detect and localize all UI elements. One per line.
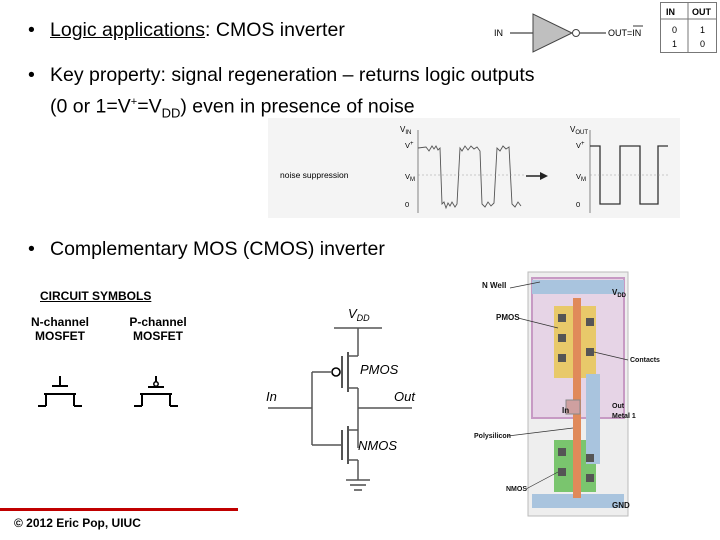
cmos-layout-figure: N Well VDD PMOS Contacts In Out Metal 1 … [474, 271, 660, 517]
tt-cell: 0 [700, 39, 705, 49]
metal1-label: Metal 1 [612, 413, 636, 420]
axis-label: V [570, 125, 576, 134]
inverter-in-label: IN [494, 28, 503, 38]
svg-text:VDD: VDD [348, 306, 370, 323]
pmos-gate-bubble [331, 367, 341, 377]
bullet-key-property-line2: (0 or 1=V+=VDD) even in presence of nois… [50, 90, 415, 125]
svg-text:V+: V+ [405, 141, 414, 150]
logic-applications-link[interactable]: Logic applications [50, 19, 206, 41]
axis-sub: OUT [575, 130, 588, 136]
out-label: Out [394, 389, 416, 404]
layout-nmos-label: NMOS [506, 486, 527, 493]
noisy-input-waveform [417, 145, 522, 210]
bullet-dot: • [28, 238, 35, 260]
axis-zero: 0 [405, 200, 409, 209]
vdd-sub: DD [357, 313, 370, 323]
nmos-symbol-icon [38, 376, 82, 407]
layout-out-label: Out [612, 403, 625, 410]
svg-text:V+: V+ [576, 141, 585, 150]
svg-text:VDD: VDD [612, 288, 627, 299]
text-fragment: =V [137, 95, 162, 118]
bullet-key-property: • Key property: signal regeneration – ret… [28, 63, 535, 87]
gnd-rail [532, 494, 624, 508]
polysilicon-label: Polysilicon [474, 433, 511, 440]
axis-label: V [400, 125, 406, 134]
inverter-bubble [572, 29, 580, 37]
in-label: In [266, 389, 277, 404]
metal1-output [586, 374, 600, 464]
inverter-triangle [532, 13, 574, 53]
pmos-symbol-icon [134, 376, 178, 407]
bullet-text: Complementary MOS (CMOS) inverter [50, 238, 385, 260]
inverter-symbol: IN OUT=IN [494, 13, 643, 53]
nwell-label: N Well [482, 281, 506, 290]
axis-label: V [405, 141, 410, 150]
bullet-dot: • [28, 19, 35, 41]
svg-text:VOUT: VOUT [570, 125, 588, 136]
nmos-symbol-label: N-channel MOSFET [24, 315, 96, 343]
pmos-label: PMOS [360, 362, 399, 377]
text-fragment: (0 or 1=V [50, 95, 131, 118]
bullet-logic-applications: • Logic applications: CMOS inverter [28, 18, 345, 42]
cmos-inverter-schematic: VDD PMOS In Out NMOS [266, 306, 416, 491]
tt-header-out: OUT [692, 7, 712, 17]
svg-text:VIN: VIN [400, 125, 411, 136]
label-line: MOSFET [35, 329, 85, 343]
tt-header-in: IN [666, 7, 675, 17]
truth-table: IN OUT 0 1 1 0 [660, 2, 717, 53]
axis-sub: M [581, 177, 586, 183]
bullet-cmos-inverter: • Complementary MOS (CMOS) inverter [28, 237, 385, 261]
text-fragment: ) even in presence of noise [180, 95, 415, 118]
circuit-symbols-title: CIRCUIT SYMBOLS [40, 289, 152, 303]
bullet-dot: • [28, 64, 35, 86]
contacts-label: Contacts [630, 357, 660, 364]
axis-sub: IN [405, 130, 411, 136]
axis-label: V [576, 172, 581, 181]
tt-cell: 1 [700, 25, 705, 35]
tt-cell: 1 [672, 39, 677, 49]
copyright-footer: © 2012 Eric Pop, UIUC [14, 516, 141, 530]
vdd-rail [532, 280, 624, 294]
vdd-label: V [348, 306, 358, 321]
bullet-text: : CMOS inverter [205, 19, 345, 41]
label-line: MOSFET [133, 329, 183, 343]
svg-text:VM: VM [576, 172, 586, 183]
axis-sup: + [581, 141, 585, 147]
inverter-out-label: OUT=IN [608, 28, 641, 38]
footer-accent-bar [0, 508, 238, 511]
bullet-text: Key property: signal regeneration – retu… [50, 64, 535, 86]
input-contact [565, 399, 581, 415]
label-line: N-channel [30, 315, 89, 329]
tt-cell: 0 [672, 25, 677, 35]
nmos-label: NMOS [358, 438, 397, 453]
superscript: + [130, 96, 138, 108]
axis-label: V [405, 172, 410, 181]
pmos-symbol-label: P-channel MOSFET [122, 315, 194, 343]
layout-vdd-label: V [612, 288, 618, 297]
noise-suppression-figure: noise suppression VIN V+ VM 0 VOUT V+ VM… [268, 118, 680, 218]
subscript: DD [161, 105, 181, 121]
axis-sub: M [410, 177, 415, 183]
noise-suppression-label: noise suppression [280, 170, 349, 180]
polysilicon-gate [573, 298, 581, 498]
axis-sup: + [410, 141, 414, 147]
layout-pmos-label: PMOS [496, 313, 520, 322]
layout-vdd-sub: DD [617, 293, 626, 299]
layout-gnd-label: GND [612, 501, 630, 510]
axis-zero: 0 [576, 200, 580, 209]
axis-label: V [576, 141, 581, 150]
layout-in-label: In [562, 406, 569, 415]
label-line: P-channel [129, 315, 187, 329]
svg-text:VM: VM [405, 172, 415, 183]
arrow-icon [540, 172, 548, 180]
